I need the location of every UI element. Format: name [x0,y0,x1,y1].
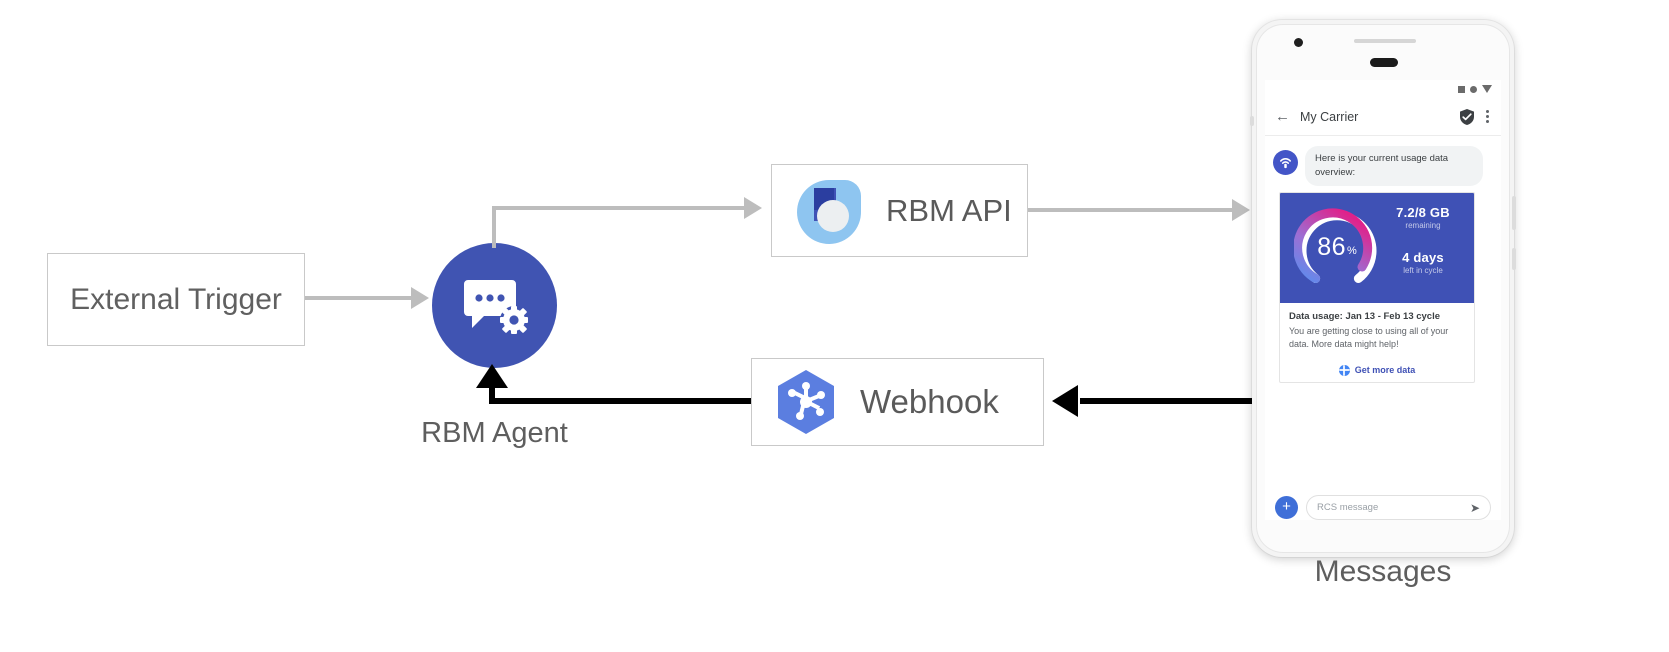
verified-shield-icon[interactable] [1460,108,1474,125]
chat-gear-icon [463,279,528,334]
phone-side-button-top[interactable] [1250,116,1254,126]
node-webhook[interactable]: Webhook [751,358,1044,446]
wifi-triangle-icon [1482,85,1492,93]
messages-label: Messages [1314,555,1452,588]
stat-days-left-label: left in cycle [1403,265,1443,275]
get-more-data-button[interactable]: Get more data [1280,357,1474,382]
rbm-api-icon [797,179,862,244]
rbm-agent-label: RBM Agent [421,417,568,449]
connector-trigger-to-agent-arrowhead [411,287,429,309]
app-bar-title: My Carrier [1300,109,1359,124]
rich-card-title: Data usage: Jan 13 - Feb 13 cycle [1289,310,1441,322]
connector-api-to-phone-arrowhead [1232,199,1250,221]
node-rbm-api[interactable]: RBM API [771,164,1028,257]
conversation-thread: Here is your current usage data overview… [1265,136,1501,488]
message-composer: + RCS message ➤ [1265,488,1501,520]
get-more-data-label: Get more data [1354,365,1416,376]
stat-data-remaining-value: 7.2/8 GB [1396,204,1450,220]
phone-volume-button[interactable] [1512,248,1516,270]
signal-dot-icon [1470,85,1477,93]
stat-data-remaining-label: remaining [1405,220,1441,230]
incoming-message-bubble: Here is your current usage data overview… [1305,146,1483,186]
app-bar: ← My Carrier [1265,98,1501,136]
phone-sensor-strip [1354,39,1416,43]
carrier-signal-avatar-icon [1273,150,1298,175]
webhook-hexagon-icon [778,370,834,434]
gauge-percent-readout: 86 % [1294,205,1380,291]
rich-card[interactable]: 86 % 7.2/8 GB remaining 4 days left in c… [1279,191,1475,383]
connector-phone-to-webhook [1080,398,1256,404]
gauge-percent-value: 86 [1317,233,1347,262]
rich-card-description: You are getting close to using all of yo… [1289,325,1449,349]
connector-trigger-to-agent [305,296,413,300]
globe-icon [1338,364,1350,376]
external-trigger-label: External Trigger [70,282,282,316]
front-camera-icon [1294,38,1303,47]
connector-agent-to-api-horizontal [492,206,745,210]
back-arrow-icon[interactable]: ← [1275,108,1290,125]
connector-phone-to-webhook-arrowhead [1052,385,1078,417]
status-bar [1265,80,1501,98]
rbm-api-label: RBM API [886,192,1012,228]
send-icon[interactable]: ➤ [1469,500,1480,515]
webhook-label: Webhook [860,383,999,420]
node-external-trigger[interactable]: External Trigger [47,253,305,346]
connector-webhook-to-agent-vertical [489,386,495,404]
earpiece-speaker [1370,58,1398,67]
rich-card-body: Data usage: Jan 13 - Feb 13 cycle You ar… [1280,303,1474,357]
connector-webhook-to-agent-horizontal [489,398,751,404]
gauge-percent-symbol: % [1347,245,1357,258]
rcs-message-placeholder: RCS message [1317,502,1379,513]
node-rbm-agent[interactable] [432,243,557,368]
stat-days-left-value: 4 days [1402,249,1444,265]
connector-webhook-to-agent-arrowhead [476,364,508,388]
connector-agent-to-api-arrowhead [744,197,762,219]
hero-stats: 7.2/8 GB remaining 4 days left in cycle [1380,205,1466,275]
phone-device: ← My Carrier [1250,20,1516,557]
phone-power-button[interactable] [1512,196,1516,230]
rcs-message-input[interactable]: RCS message ➤ [1306,495,1491,520]
signal-square-icon [1458,85,1465,93]
connector-agent-to-api-vertical [492,206,496,248]
connector-api-to-phone [1028,208,1234,212]
data-usage-gauge: 86 % [1293,205,1380,291]
overflow-menu-icon[interactable] [1484,108,1491,125]
plus-icon[interactable]: + [1275,496,1298,519]
rich-card-hero: 86 % 7.2/8 GB remaining 4 days left in c… [1280,192,1474,303]
phone-screen: ← My Carrier [1265,80,1501,520]
